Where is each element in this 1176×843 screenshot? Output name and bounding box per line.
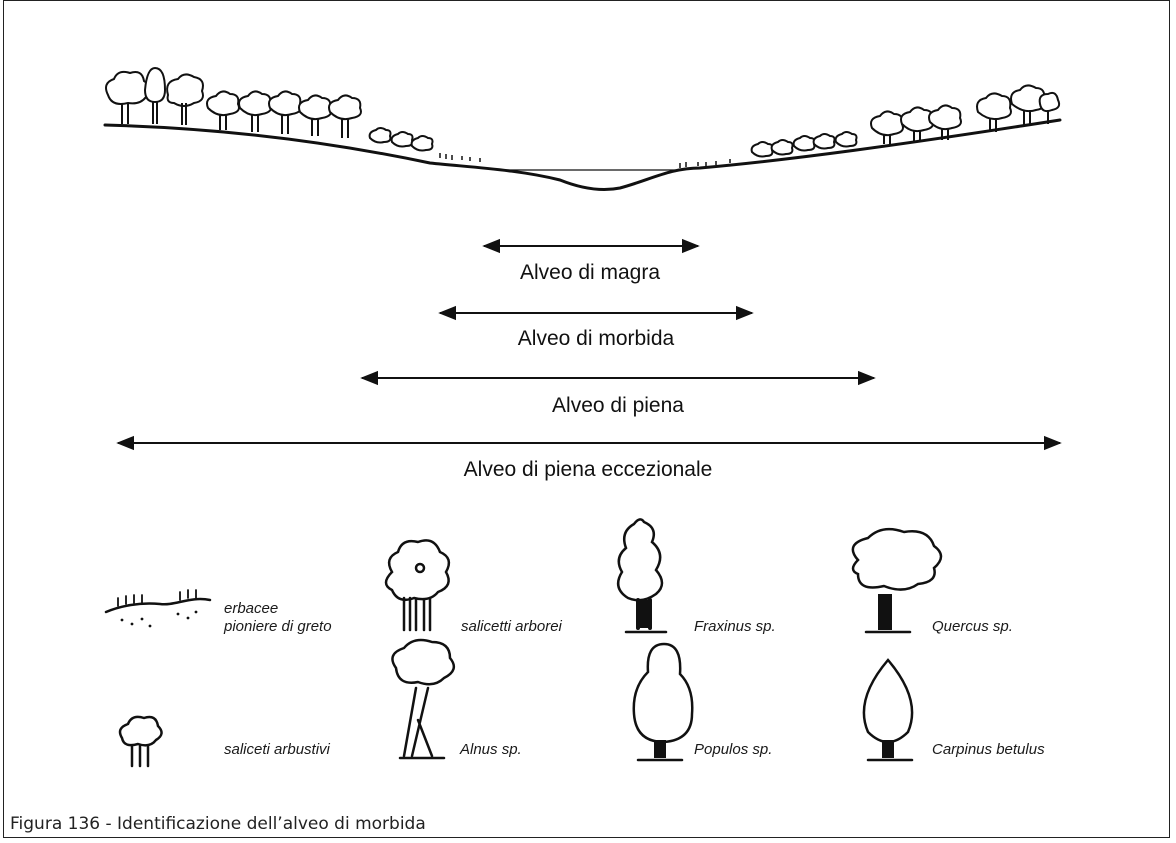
- legend-label-saliceti-arbustivi: saliceti arbustivi: [224, 741, 330, 759]
- legend-label-erbacee-line2: pioniere di greto: [224, 618, 332, 636]
- herbaceous-icon: [106, 590, 210, 627]
- poplar-tree-icon: [634, 644, 692, 760]
- legend-label-erbacee: erbacee pioniere di greto: [224, 600, 332, 636]
- figure-caption: Figura 136 - Identificazione dell’alveo …: [10, 814, 426, 834]
- bank-vegetation: [106, 68, 1059, 168]
- legend-label-populos: Populos sp.: [694, 741, 772, 759]
- left-bank-grass: [440, 153, 480, 162]
- legend-label-alnus: Alnus sp.: [460, 741, 522, 759]
- hornbeam-tree-icon: [864, 660, 912, 760]
- legend-label-carpinus-betulus: Carpinus betulus: [932, 741, 1045, 759]
- legend-label-fraxinus: Fraxinus sp.: [694, 618, 776, 636]
- legend-label-quercus: Quercus sp.: [932, 618, 1013, 636]
- willow-tree-icon: [386, 540, 449, 630]
- alder-tree-icon: [392, 640, 453, 758]
- oak-tree-icon: [853, 529, 941, 632]
- willow-shrub-icon: [120, 717, 162, 766]
- ash-tree-icon: [618, 519, 666, 632]
- band-label-alveo-di-magra: Alveo di magra: [520, 261, 660, 285]
- band-label-alveo-di-piena-eccezionale: Alveo di piena eccezionale: [464, 458, 713, 482]
- right-bank-trees: [752, 85, 1060, 156]
- band-label-alveo-di-piena: Alveo di piena: [552, 394, 684, 418]
- legend-label-salicetti-arborei: salicetti arborei: [461, 618, 562, 636]
- legend-label-erbacee-line1: erbacee: [224, 600, 332, 618]
- legend-icons: [106, 519, 941, 766]
- band-label-alveo-di-morbida: Alveo di morbida: [518, 327, 674, 351]
